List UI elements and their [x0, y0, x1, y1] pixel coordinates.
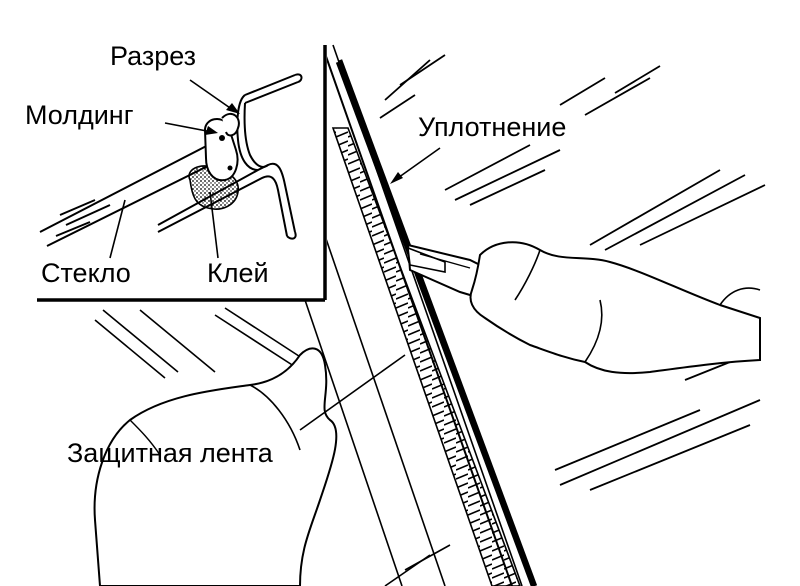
label-adhesive: Клей — [207, 258, 269, 288]
label-cut: Разрез — [110, 41, 197, 71]
seal-strip — [335, 61, 536, 586]
right-hand-with-knife — [406, 241, 761, 375]
label-glass: Стекло — [41, 258, 131, 288]
label-seal: Уплотнение — [418, 112, 567, 142]
label-molding: Молдинг — [25, 100, 134, 130]
body-lines — [94, 307, 451, 586]
inset-box — [37, 0, 327, 302]
arrow-heads — [205, 103, 403, 184]
leader-lines — [109, 79, 441, 431]
label-protective-tape: Защитная лента — [67, 438, 273, 468]
protective-tape — [331, 127, 521, 586]
inset-molding — [203, 112, 240, 182]
inset-body-flange — [157, 73, 303, 240]
